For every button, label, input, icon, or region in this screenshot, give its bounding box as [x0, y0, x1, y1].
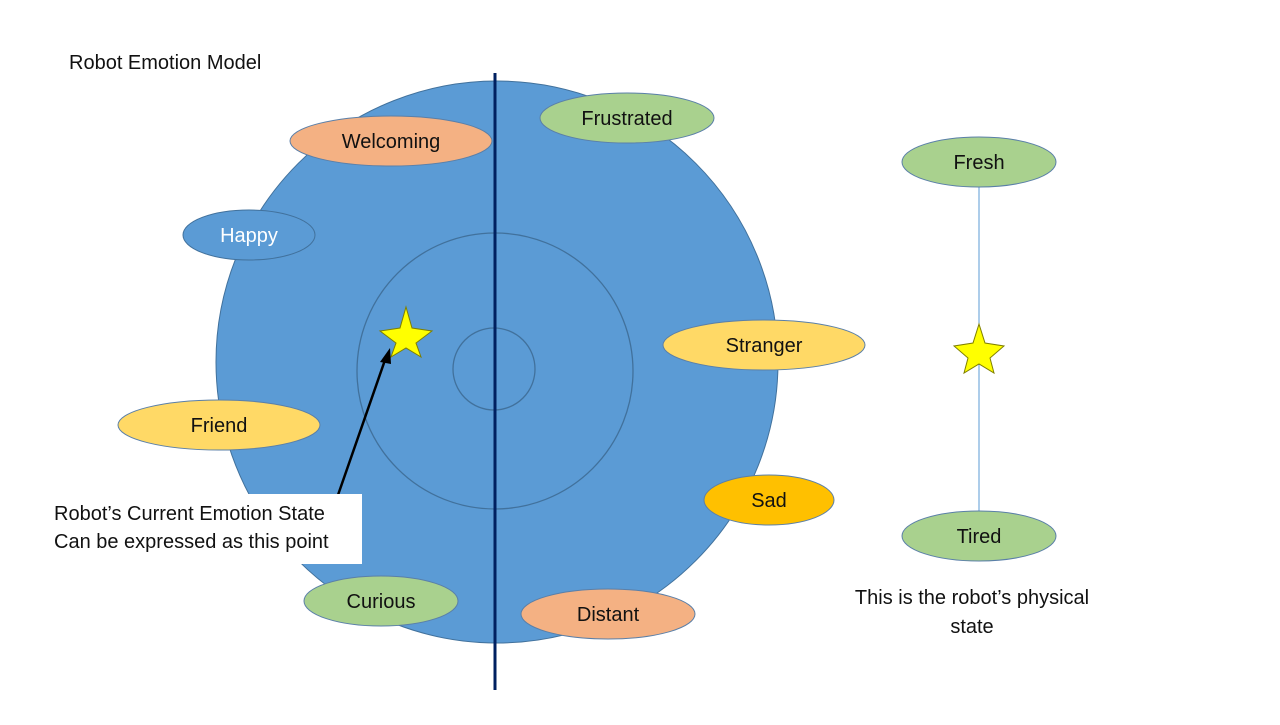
emotion-happy-shape	[182, 209, 316, 261]
emotion-state-star-icon	[378, 305, 434, 359]
emotion-distant-shape	[520, 588, 696, 640]
emotion-curious: Curious	[303, 575, 459, 627]
emotion-distant-label: Distant	[577, 604, 640, 626]
physical-caption-line-1: This is the robot’s physical	[854, 587, 1090, 609]
emotion-friend-label: Friend	[191, 415, 248, 437]
emotion-sad: Sad	[703, 474, 835, 526]
annotation-arrow	[336, 359, 387, 496]
physical-state-fresh: Fresh	[901, 136, 1057, 188]
physical-state-fresh-label: Fresh	[953, 152, 1004, 174]
annotation-line-1: Robot’s Current Emotion State	[54, 503, 325, 525]
physical-state-tired-shape	[901, 510, 1057, 562]
emotion-friend-shape	[117, 399, 321, 451]
emotion-distant: Distant	[520, 588, 696, 640]
emotion-welcoming: Welcoming	[289, 115, 493, 167]
physical-caption-line-2: state	[950, 616, 994, 638]
annotation-line-2: Can be expressed as this point	[54, 531, 329, 553]
physical-state-fresh-shape	[901, 136, 1057, 188]
emotion-happy-label: Happy	[220, 225, 278, 247]
emotion-stranger-shape	[662, 319, 866, 371]
emotion-sad-label: Sad	[751, 490, 787, 512]
emotion-state-annotation: Robot’s Current Emotion State Can be exp…	[50, 494, 362, 564]
emotion-friend: Friend	[117, 399, 321, 451]
emotion-stranger-label: Stranger	[726, 335, 803, 357]
annotation-arrowhead-icon	[380, 348, 391, 364]
emotion-sad-shape	[703, 474, 835, 526]
diagram-title: Robot Emotion Model	[69, 52, 262, 74]
emotion-frustrated-shape	[539, 92, 715, 144]
emotion-welcoming-label: Welcoming	[342, 131, 441, 153]
emotion-welcoming-shape	[289, 115, 493, 167]
physical-state-star-icon	[952, 322, 1006, 375]
emotion-curious-label: Curious	[347, 591, 416, 613]
emotion-frustrated-label: Frustrated	[581, 108, 672, 130]
physical-state-caption: This is the robot’s physical state	[836, 584, 1108, 642]
physical-state-tired: Tired	[901, 510, 1057, 562]
physical-state-tired-label: Tired	[957, 526, 1002, 548]
emotion-happy: Happy	[182, 209, 316, 261]
emotion-stranger: Stranger	[662, 319, 866, 371]
emotion-frustrated: Frustrated	[539, 92, 715, 144]
emotion-curious-shape	[303, 575, 459, 627]
